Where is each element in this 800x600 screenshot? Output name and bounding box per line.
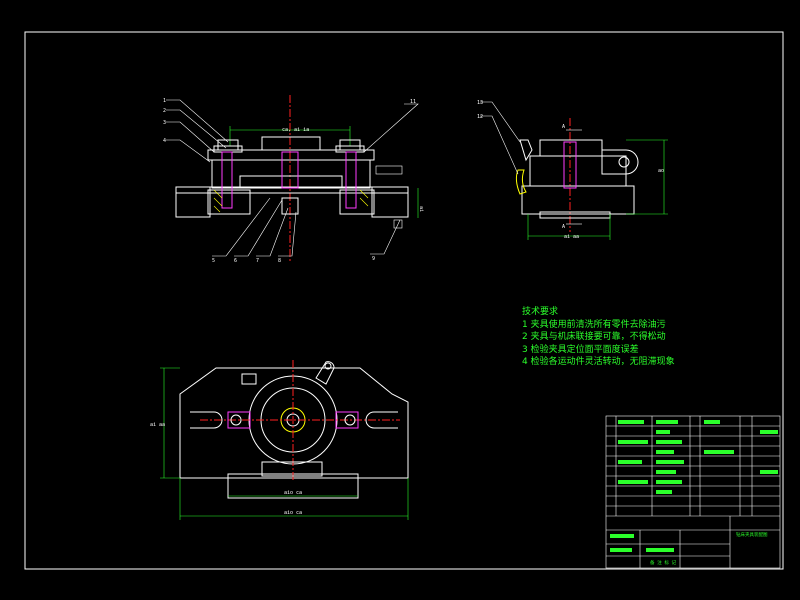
callout-3: 3 <box>163 120 166 126</box>
side-section-label-bottom: A <box>562 224 565 230</box>
plan-view <box>160 360 409 520</box>
notes-item-3: 3 检验夹具定位面平面度误差 <box>522 344 639 355</box>
title-block <box>605 415 781 569</box>
callout-7: 7 <box>256 258 259 264</box>
side-view <box>480 101 668 240</box>
notes-title: 技术要求 <box>522 307 559 317</box>
notes-item-2: 2 夹具与机床联接要可靠，不得松动 <box>522 332 666 342</box>
title-block-entries <box>610 420 778 552</box>
callout-1: 1 <box>163 98 166 104</box>
callout-2: 2 <box>163 108 166 114</box>
callout-11: 11 <box>410 99 416 105</box>
plan-height-dim: ai aa <box>150 422 165 428</box>
plan-overall-width-dim: aio ca <box>284 510 302 516</box>
title-block-footer: 备 注 标 记 <box>650 559 677 566</box>
side-width-dim: ai aa <box>564 234 579 240</box>
drawing-border <box>24 31 784 570</box>
side-callout-12: 12 <box>477 114 483 120</box>
callout-9: 9 <box>372 256 375 262</box>
notes-item-4: 4 检验各运动件灵活转动，无阻滞现象 <box>522 357 675 367</box>
callout-8: 8 <box>278 258 281 264</box>
front-callout-leaders <box>166 99 419 257</box>
front-view <box>175 95 419 262</box>
front-side-height: ai <box>418 206 424 212</box>
callout-4: 4 <box>163 138 166 144</box>
side-callout-13: 13 <box>477 100 483 106</box>
front-top-width: ca, ai ia <box>282 127 309 133</box>
side-height-dim: ao <box>658 168 664 174</box>
technical-notes: 技术要求 1 夹具使用前清洗所有零件去除油污 2 夹具与机床联接要可靠，不得松动… <box>522 306 675 369</box>
side-section-label-top: A <box>562 124 565 130</box>
plan-inner-width-dim: aio ca <box>284 490 302 496</box>
title-block-title: 钻床夹具装配图 <box>736 531 768 538</box>
callout-5: 5 <box>212 258 215 264</box>
callout-6: 6 <box>234 258 237 264</box>
notes-item-1: 1 夹具使用前清洗所有零件去除油污 <box>522 319 666 330</box>
